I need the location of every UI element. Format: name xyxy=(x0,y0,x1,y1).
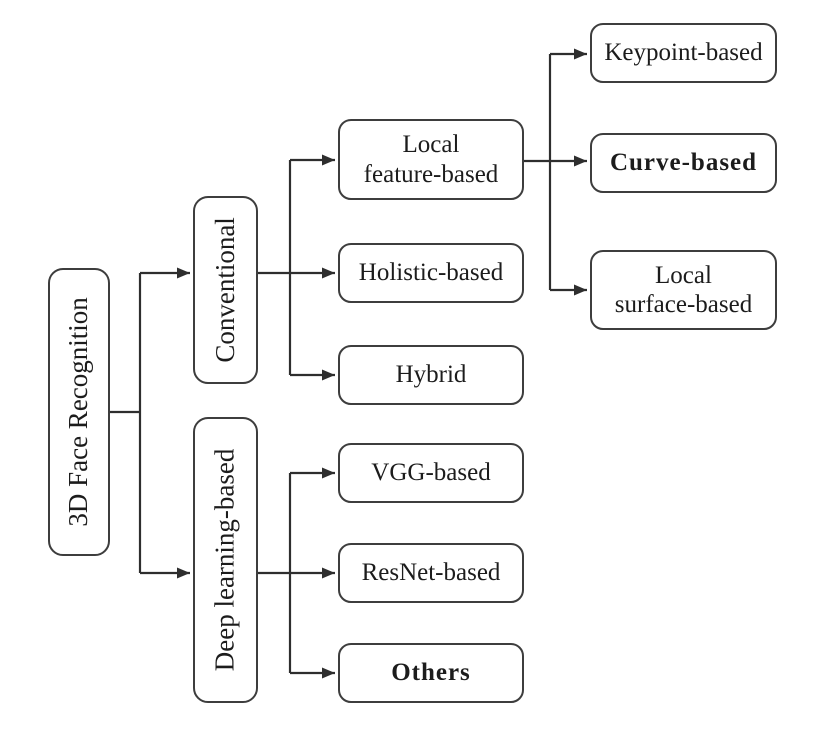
node-label: Conventional xyxy=(209,217,240,363)
node-holistic-based: Holistic-based xyxy=(338,243,524,303)
node-deep-learning-based: Deep learning-based xyxy=(193,417,258,703)
node-vgg-based: VGG-based xyxy=(338,443,524,503)
node-3d-face-recognition: 3D Face Recognition xyxy=(48,268,110,556)
node-label: Hybrid xyxy=(395,361,467,389)
node-label: Deep learning-based xyxy=(209,448,240,672)
node-resnet-based: ResNet-based xyxy=(338,543,524,603)
node-label: Curve-based xyxy=(609,149,758,177)
node-curve-based: Curve-based xyxy=(590,133,777,193)
node-label: 3D Face Recognition xyxy=(63,297,94,527)
node-hybrid: Hybrid xyxy=(338,345,524,405)
node-conventional: Conventional xyxy=(193,196,258,384)
node-label: VGG-based xyxy=(371,459,491,487)
node-keypoint-based: Keypoint-based xyxy=(590,23,777,83)
node-others: Others xyxy=(338,643,524,703)
node-label: Holistic-based xyxy=(358,259,504,287)
node-label: ResNet-based xyxy=(361,559,501,587)
node-label: Others xyxy=(391,659,471,687)
node-label: Keypoint-based xyxy=(604,39,763,67)
